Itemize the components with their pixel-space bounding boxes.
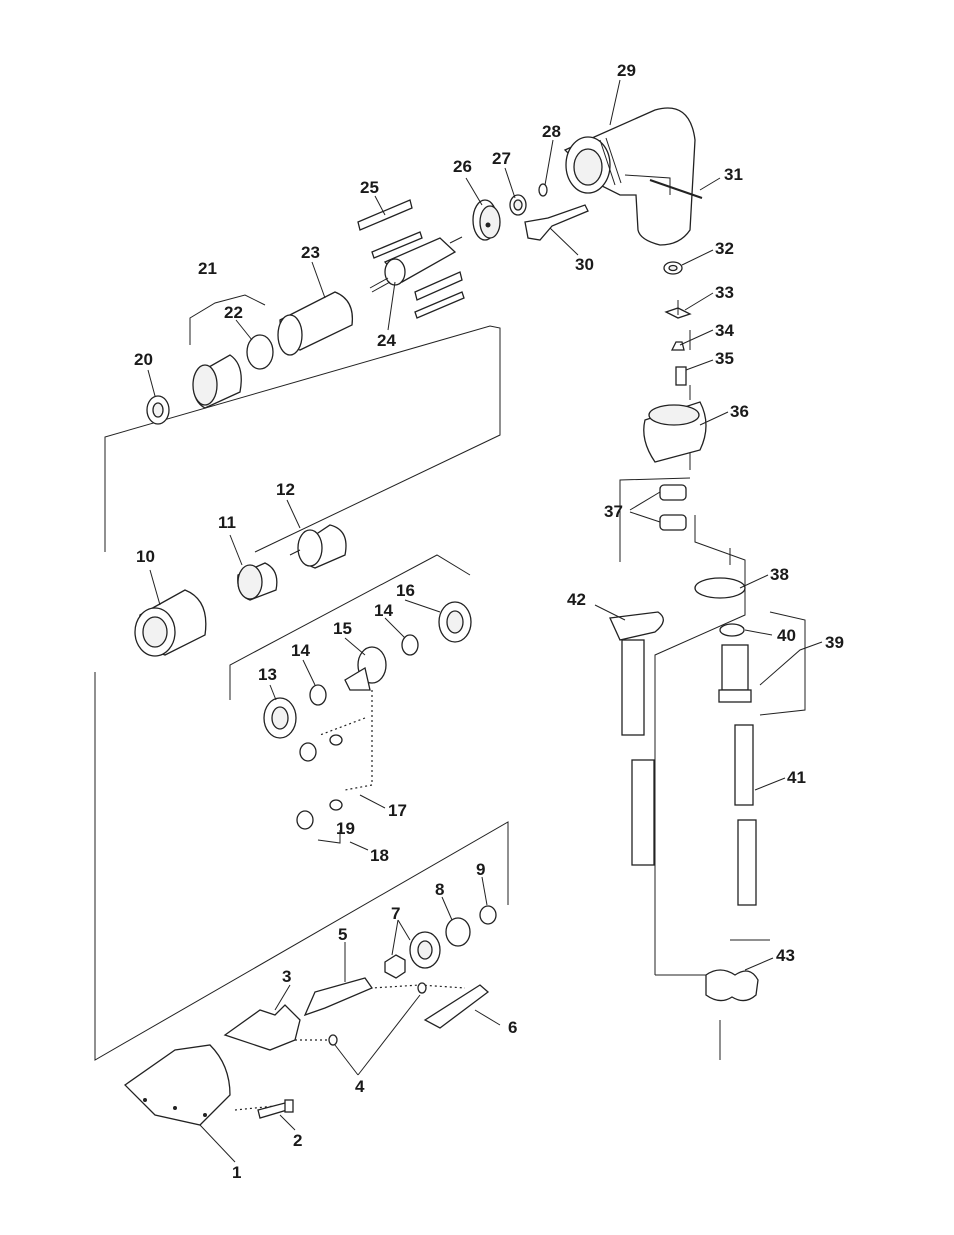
callout-20: 20 <box>134 350 153 369</box>
part-1-head <box>123 1044 231 1126</box>
part-7-bushing <box>384 931 441 979</box>
part-13-bearing <box>263 697 297 739</box>
callout-7: 7 <box>391 904 400 923</box>
part-43-clip <box>705 969 759 1002</box>
callout-labels: 1 2 3 4 5 6 7 8 9 10 11 12 13 14 14 15 1… <box>134 61 844 1182</box>
callout-12: 12 <box>276 480 295 499</box>
callout-36: 36 <box>730 402 749 421</box>
callout-27: 27 <box>492 149 511 168</box>
part-38-gasket <box>694 577 746 599</box>
callout-11: 11 <box>218 513 236 532</box>
part-20-bearing <box>146 395 170 425</box>
part-14-washer-b <box>309 684 327 706</box>
callout-38: 38 <box>770 565 789 584</box>
callout-8: 8 <box>435 880 444 899</box>
callout-39: 39 <box>825 633 844 652</box>
callout-3: 3 <box>282 967 291 986</box>
part-12-gear-spindle <box>289 524 347 569</box>
callout-18: 18 <box>370 846 389 865</box>
callout-19: 19 <box>336 819 355 838</box>
callout-13: 13 <box>258 665 277 684</box>
part-29-angle-housing <box>563 107 696 246</box>
callout-29: 29 <box>617 61 636 80</box>
callout-14b: 14 <box>374 601 393 620</box>
callout-26: 26 <box>453 157 472 176</box>
callout-35: 35 <box>715 349 734 368</box>
callout-43: 43 <box>776 946 795 965</box>
part-31-pin <box>649 179 703 199</box>
callout-9: 9 <box>476 860 485 879</box>
part-23-cylinder <box>277 291 354 356</box>
part-26-end-plate <box>472 199 501 241</box>
part-5-upper-blade <box>303 977 373 1017</box>
part-40-oring <box>719 623 745 637</box>
part-21-ring <box>192 354 242 409</box>
callout-6: 6 <box>508 1018 517 1037</box>
callout-14a: 14 <box>291 641 310 660</box>
callout-23: 23 <box>301 243 320 262</box>
leader-lines <box>147 79 823 1163</box>
callout-32: 32 <box>715 239 734 258</box>
part-33-valve <box>664 300 692 319</box>
callout-17: 17 <box>388 801 407 820</box>
callout-10: 10 <box>136 547 155 566</box>
part-30-lever <box>524 204 589 241</box>
callout-28: 28 <box>542 122 561 141</box>
callout-21: 21 <box>198 259 217 278</box>
part-19-gear-upper <box>299 734 343 762</box>
part-36-inlet-housing <box>643 401 707 463</box>
callout-40: 40 <box>777 626 796 645</box>
assembly-guide-lines <box>94 294 806 1061</box>
part-27-bearing <box>509 194 527 216</box>
callout-16: 16 <box>396 581 415 600</box>
callout-25: 25 <box>360 178 379 197</box>
part-6-lower-blade <box>423 984 490 1029</box>
part-39-fitting <box>718 644 752 703</box>
part-16-bearing <box>438 601 472 643</box>
part-14-washer-a <box>401 634 419 656</box>
part-41-nipple <box>734 724 757 906</box>
part-28-clip <box>538 183 548 197</box>
part-34-spring <box>670 341 685 351</box>
part-35-pin <box>675 366 687 386</box>
callout-41: 41 <box>787 768 806 787</box>
part-3-blade-holder <box>223 1004 301 1051</box>
part-32-washer <box>663 261 683 275</box>
part-9-nut <box>479 905 497 925</box>
callout-15: 15 <box>333 619 352 638</box>
callout-1: 1 <box>232 1163 241 1182</box>
callout-42: 42 <box>567 590 586 609</box>
callout-5: 5 <box>338 925 347 944</box>
callout-30: 30 <box>575 255 594 274</box>
callout-33: 33 <box>715 283 734 302</box>
callout-24: 24 <box>377 331 396 350</box>
part-10-gear-housing <box>134 589 207 657</box>
part-37-bushings <box>659 484 687 531</box>
part-2-bolt <box>257 1099 294 1119</box>
part-18-gear-lower <box>296 799 343 830</box>
part-22-oring <box>246 334 274 370</box>
callout-22: 22 <box>224 303 243 322</box>
part-15-spindle <box>344 646 387 691</box>
callout-2: 2 <box>293 1131 302 1150</box>
callout-31: 31 <box>724 165 743 184</box>
callout-37: 37 <box>604 502 623 521</box>
part-11-ring-gear <box>237 562 278 601</box>
part-4-screws <box>328 982 427 1046</box>
callout-34: 34 <box>715 321 734 340</box>
part-8-washer <box>445 917 471 947</box>
callout-4: 4 <box>355 1077 365 1096</box>
